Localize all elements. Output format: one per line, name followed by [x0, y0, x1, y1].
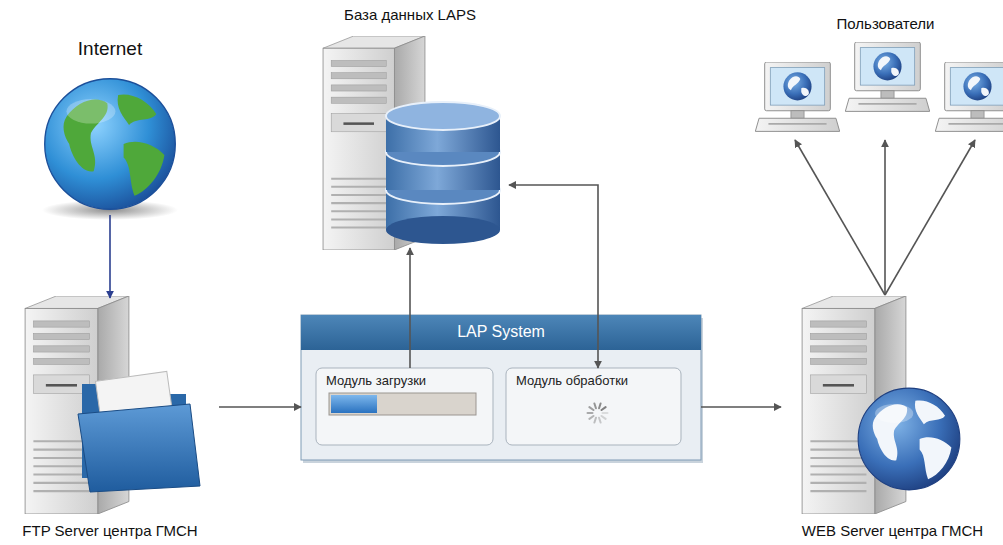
- database-cylinder: [386, 102, 500, 244]
- module-frame: [506, 368, 681, 445]
- spinner-tick: [603, 412, 608, 414]
- connector: [701, 407, 781, 408]
- ftp-server: [25, 296, 200, 514]
- web-server: [802, 296, 960, 514]
- module-box: Модуль загрузки: [316, 368, 493, 445]
- connector-line: [795, 140, 885, 295]
- spinner-tick: [602, 407, 606, 410]
- panel-background: [301, 315, 703, 463]
- panel-header: [301, 315, 701, 350]
- spinner-tick: [594, 403, 596, 408]
- user-computers: [755, 42, 1003, 131]
- node-label: Модуль загрузки: [326, 373, 426, 388]
- web-server-node: WEB Server центра ГМСН: [781, 295, 1003, 543]
- spinner-tick: [589, 416, 593, 419]
- node-label: База данных LAPS: [311, 6, 509, 23]
- database-server: [323, 36, 500, 250]
- panel-frame: [301, 315, 701, 460]
- node-label: Модуль обработки: [516, 373, 628, 388]
- internet-globe: [42, 79, 178, 220]
- connector-line: [109, 215, 111, 298]
- users-node: Пользователи: [766, 15, 1003, 140]
- internet-node: Internet: [36, 38, 184, 215]
- spinner-tick: [594, 418, 596, 423]
- connector: [110, 215, 111, 298]
- spinner-tick: [589, 407, 593, 410]
- connector-line: [219, 406, 301, 408]
- connector-line: [885, 140, 975, 295]
- spinner-tick: [599, 403, 601, 408]
- progress-fill: [331, 395, 377, 413]
- database-node: База данных LAPS: [311, 6, 509, 248]
- spinner-tick: [588, 412, 593, 414]
- module-box: Модуль обработки: [506, 368, 681, 445]
- system-panel: LAP SystemМодуль загрузки Модуль обработк…: [301, 315, 701, 460]
- connector-line: [884, 140, 886, 295]
- node-label: Пользователи: [766, 15, 1003, 32]
- connector-line: [701, 406, 781, 408]
- connector: [219, 407, 301, 408]
- spinner-tick: [602, 416, 606, 419]
- connector-line: [409, 248, 411, 368]
- node-label: WEB Server центра ГМСН: [781, 522, 1003, 539]
- node-label: Internet: [36, 38, 184, 60]
- connector: [410, 248, 411, 368]
- spinner-tick: [599, 418, 601, 423]
- node-label: LAP System: [301, 323, 701, 341]
- connector-line: [509, 185, 598, 368]
- progress-track: [329, 393, 476, 415]
- connector: [509, 185, 598, 368]
- folder-icon: [78, 371, 200, 492]
- ftp-server-node: FTP Server центра ГМСН: [1, 298, 219, 543]
- module-frame: [316, 368, 493, 445]
- node-label: FTP Server центра ГМСН: [1, 522, 219, 539]
- connector: [795, 140, 975, 295]
